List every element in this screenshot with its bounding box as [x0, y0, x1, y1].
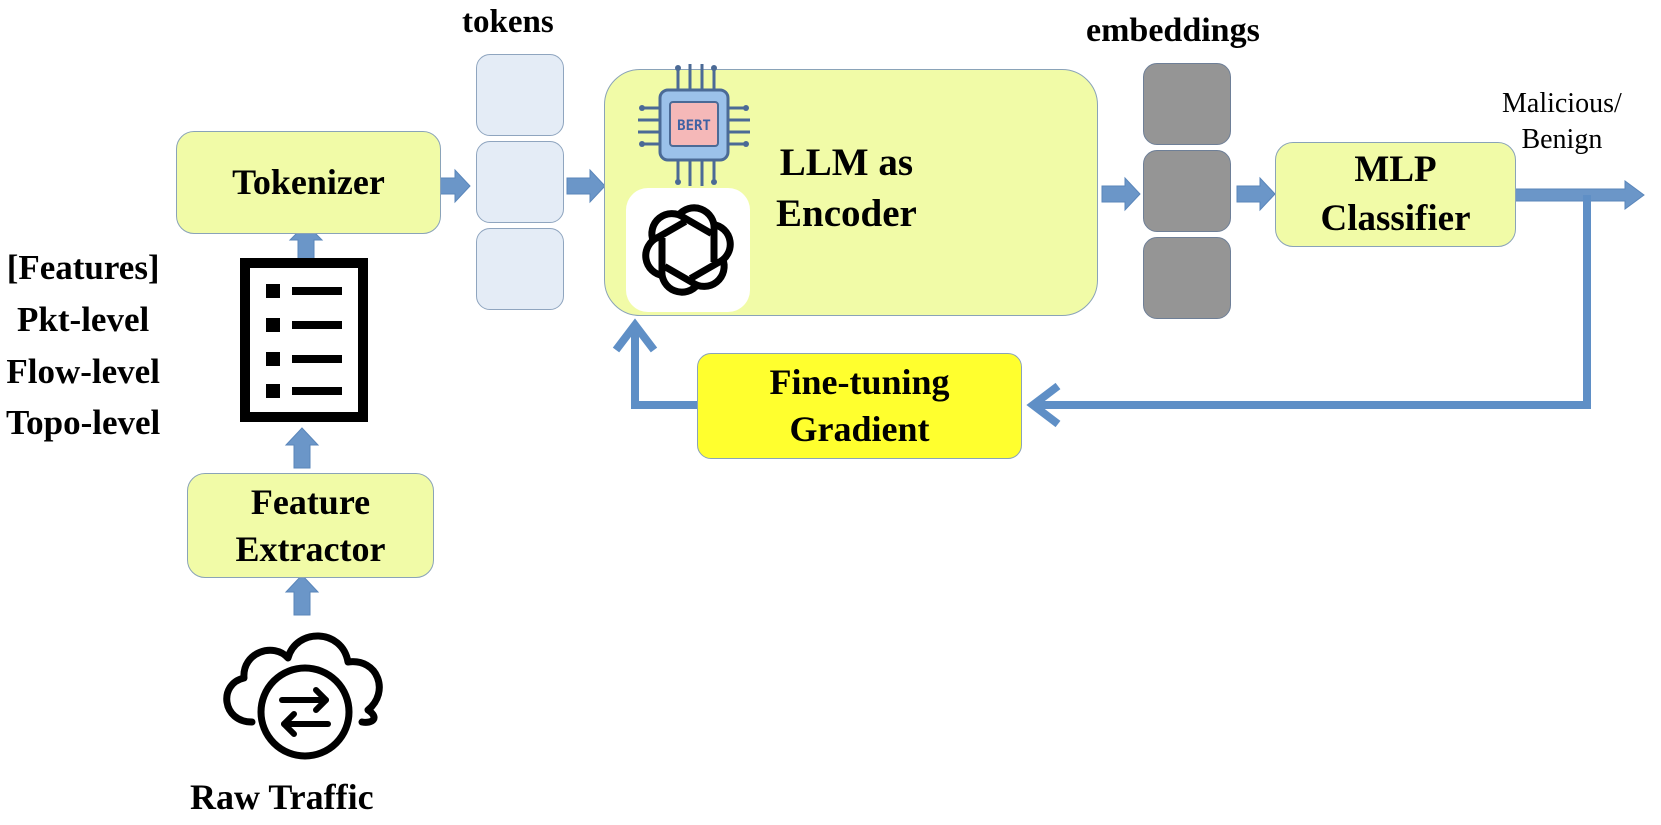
embeddings-label: embeddings [1086, 12, 1260, 49]
feedback-line-gradient-to-llm [631, 330, 697, 409]
cloud-exchange-icon [212, 614, 398, 764]
output-label: Malicious/ Benign [1502, 86, 1622, 159]
tokens-label: tokens [462, 4, 554, 40]
arrow-extractor-to-doc [284, 427, 320, 469]
tokenizer-box: Tokenizer [176, 131, 441, 234]
arrow-traffic-to-extractor [284, 574, 320, 616]
bert-chip-icon: BERT [638, 64, 750, 186]
feature-flow-level: Flow-level [6, 351, 160, 391]
openai-logo-icon [626, 188, 750, 312]
output-label-line-1: Malicious/ [1502, 88, 1622, 119]
embedding-block-1 [1143, 63, 1231, 145]
fine-tuning-line-1: Fine-tuning [769, 362, 950, 403]
bert-chip-text: BERT [677, 118, 711, 134]
raw-traffic-label: Raw Traffic [190, 777, 374, 817]
token-block-2 [476, 141, 564, 223]
features-list: [Features] Pkt-level Flow-level Topo-lev… [6, 242, 160, 449]
arrow-tokens-to-llm [566, 168, 606, 204]
mlp-classifier-box: MLP Classifier [1275, 142, 1516, 247]
feedback-arrowhead-llm [612, 318, 658, 353]
embedding-block-3 [1143, 237, 1231, 319]
arrow-mlp-to-output [1512, 180, 1645, 210]
token-block-3 [476, 228, 564, 310]
feature-pkt-level: Pkt-level [17, 299, 150, 339]
feature-extractor-box: Feature Extractor [187, 473, 434, 578]
features-heading: [Features] [6, 248, 160, 287]
feedback-arrowhead-gradient [1026, 382, 1061, 428]
token-block-1 [476, 54, 564, 136]
feedback-line-mlp-to-gradient [1035, 195, 1591, 409]
llm-encoder-label-line-2: Encoder [776, 191, 917, 235]
feature-topo-level: Topo-level [6, 403, 161, 443]
llm-encoder-label: LLM as Encoder [776, 138, 917, 239]
tokenizer-label: Tokenizer [232, 162, 385, 203]
arrow-embeddings-to-mlp [1236, 176, 1276, 212]
feature-extractor-line-2: Extractor [235, 528, 386, 569]
llm-encoder-label-line-1: LLM as [779, 141, 914, 184]
fine-tuning-gradient-box: Fine-tuning Gradient [697, 353, 1022, 459]
feature-extractor-line-1: Feature [250, 481, 371, 522]
feature-list-icon [240, 258, 368, 422]
arrow-llm-to-embeddings [1101, 176, 1141, 212]
mlp-classifier-line-1: MLP [1354, 149, 1437, 191]
mlp-classifier-line-2: Classifier [1320, 197, 1471, 239]
output-label-line-2: Benign [1521, 124, 1603, 156]
embedding-block-2 [1143, 150, 1231, 232]
fine-tuning-line-2: Gradient [789, 409, 930, 449]
